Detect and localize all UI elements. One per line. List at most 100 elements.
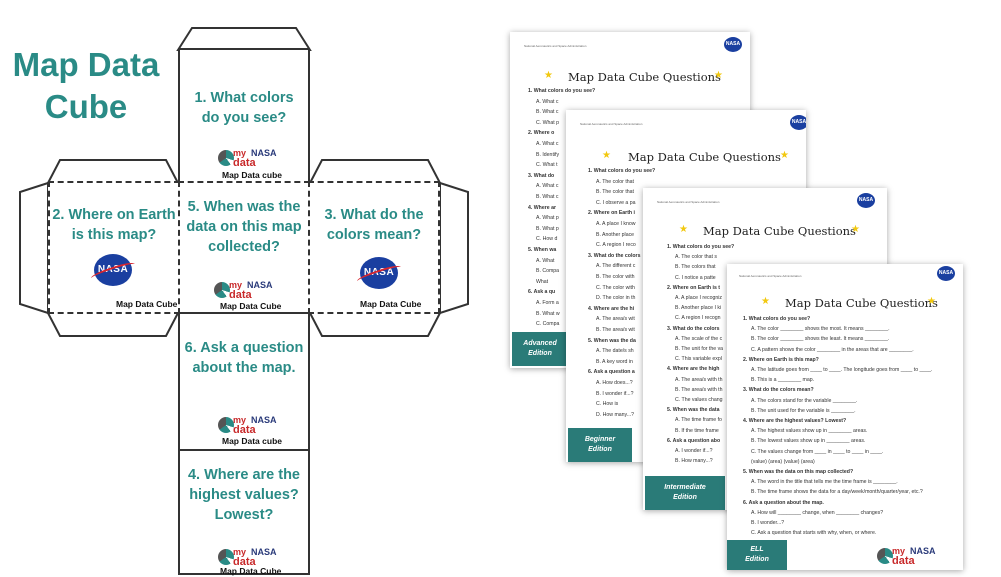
question-line: C. Compa — [536, 321, 560, 328]
cube-face-2: 2. Where on Earth is this map? NASA Map … — [48, 181, 180, 314]
question-line: 2. Where on Earth i — [588, 210, 635, 217]
face-question: 6. Ask a question about the map. — [184, 340, 304, 376]
star-icon: ★ — [602, 150, 611, 161]
question-line: 3. What do the colors mean? — [743, 387, 814, 394]
question-line: C. How d — [536, 236, 558, 243]
question-line: 3. What do the colors — [667, 325, 720, 332]
question-line: C. The color with — [596, 284, 635, 291]
question-line: C. This variable expl — [675, 356, 722, 363]
question-line: B. What w — [536, 310, 560, 317]
worksheet-ell: National Aeronautics and Space Administr… — [727, 264, 963, 570]
question-line: 5. When was the data — [667, 407, 720, 414]
question-line: B. The color that — [596, 189, 634, 196]
question-line: 1. What colors do you see? — [528, 88, 596, 94]
question-line: 4. Where are the highest values? Lowest? — [743, 418, 847, 424]
star-icon: ★ — [679, 224, 688, 235]
question-line: D. The color in th — [596, 295, 636, 302]
question-line: B. The unit for the va — [675, 346, 724, 352]
question-line: C. What p — [536, 119, 560, 126]
question-line: A. The time frame fo — [675, 417, 722, 424]
question-line: B. Identify — [536, 151, 560, 158]
face-question: 5. When was the data on this map collect… — [186, 199, 302, 255]
question-line: A. The scale of the c — [675, 335, 723, 342]
question-line: B. What p — [536, 225, 559, 232]
question-line: B. How many...? — [675, 458, 713, 465]
nasa-logo-icon: NASA — [94, 254, 132, 286]
question-line: B. The area/s with th — [675, 386, 723, 393]
question-line: A. What — [536, 257, 555, 264]
question-line: 3. What do the colors — [588, 252, 641, 259]
question-line: (value) (area) (value) (area) — [751, 458, 815, 465]
star-icon: ★ — [714, 70, 723, 81]
question-line: 6. Ask a question abo — [667, 437, 721, 444]
question-line: 1. What colors do you see? — [743, 316, 811, 322]
face-question: 4. Where are the highest values? Lowest? — [187, 467, 300, 523]
question-line: C. What t — [536, 162, 558, 169]
question-line: 1. What colors do you see? — [667, 244, 735, 250]
question-line: A. I wonder if...? — [675, 448, 713, 454]
question-line: C. Ask a question that starts with why, … — [751, 530, 877, 537]
nasa-logo-icon: NASA — [937, 266, 955, 281]
question-line: A. Form a — [536, 300, 559, 306]
cube-face-4: 4. Where are the highest values? Lowest?… — [178, 449, 310, 576]
question-line: B. What c — [536, 194, 559, 200]
question-line: A. A place I recogniz — [675, 295, 723, 301]
question-line: A. The color that s — [675, 254, 718, 261]
star-icon: ★ — [927, 296, 936, 307]
question-line: B. The time frame shows the data for a d… — [751, 489, 923, 496]
question-line: B. I wonder...? — [751, 520, 785, 526]
question-line: B. What c — [536, 109, 559, 116]
question-line: B. The area/s wit — [596, 327, 635, 333]
question-line: A. The color ________ shows the most. It… — [751, 326, 890, 333]
question-line: A. What c — [536, 98, 559, 105]
question-line: A. The color that — [596, 178, 634, 185]
question-line: B. I wonder if...? — [596, 390, 634, 397]
question-line: D. How many...? — [596, 411, 634, 418]
question-line: A. The date/s sh — [596, 348, 634, 355]
question-line: B. The color with — [596, 274, 635, 280]
nasa-logo-icon: NASA — [724, 37, 742, 52]
question-line: C. The values change from ____ in ____ t… — [751, 448, 884, 455]
question-line: C. The values chang — [675, 397, 723, 403]
nasa-logo-icon: NASA — [857, 193, 875, 208]
question-line: A. A place I know — [596, 221, 636, 227]
question-line: 6. Ask a qu — [528, 289, 556, 296]
question-line: B. If the time frame — [675, 427, 719, 434]
question-line: B. The unit used for the variable is ___… — [751, 407, 856, 414]
question-line: A. The latitude goes from ____ to ____. … — [751, 367, 933, 373]
question-line: 2. Where on Earth is t — [667, 284, 721, 291]
face-question: 1. What colors do you see? — [194, 90, 294, 126]
question-line: 4. Where ar — [528, 204, 556, 211]
star-icon: ★ — [851, 224, 860, 235]
question-line: C. How is — [596, 401, 619, 408]
question-line: B. Another place — [596, 231, 635, 238]
question-line: A. What p — [536, 215, 559, 222]
question-line: C. I notice a patte — [675, 274, 716, 281]
question-line: A. How will ________ change, when ______… — [751, 509, 884, 516]
question-line: B. This is a ________ map. — [751, 377, 815, 384]
question-line: A. The different c — [596, 263, 636, 270]
question-line: 1. What colors do you see? — [588, 168, 656, 174]
question-line: B. The colors that — [675, 264, 716, 271]
question-line: A. The word in the title that tells me t… — [751, 479, 898, 486]
question-line: C. A pattern shows the color ________ in… — [751, 346, 914, 353]
cube-face-5: 5. When was the data on this map collect… — [178, 181, 310, 314]
star-icon: ★ — [761, 296, 770, 307]
question-line: 5. When was the da — [588, 337, 636, 344]
cube-face-3: 3. What do the colors mean? NASA Map Dat… — [308, 181, 440, 314]
question-line: 2. Where on Earth is this map? — [743, 356, 819, 363]
question-line: A. How does...? — [596, 380, 633, 386]
question-line: B. Compa — [536, 268, 560, 275]
question-line: A. The highest values show up in _______… — [751, 428, 868, 435]
question-line: 3. What do — [528, 172, 555, 179]
